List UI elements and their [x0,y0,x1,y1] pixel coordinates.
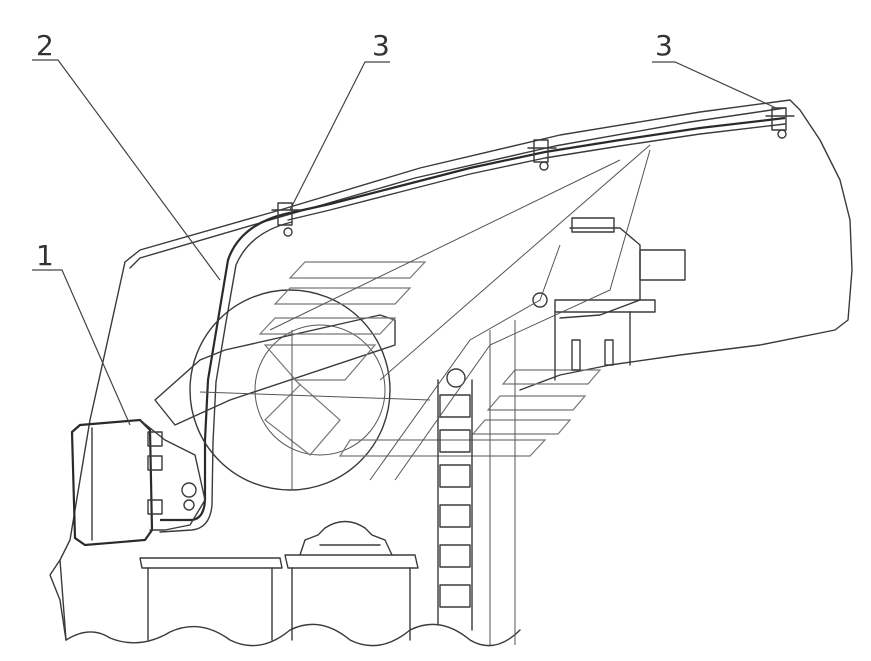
callout-3-right: 3 [655,29,673,62]
clamp-middle [527,139,557,171]
cab-shell [49,99,853,641]
dashboard-lines [199,144,651,645]
roof-pipe [284,116,786,221]
callout-1: 1 [36,239,54,272]
ladder [437,368,473,631]
clamp-right [765,107,795,139]
device-1 [70,418,206,547]
engine-housing [532,217,686,381]
leader-lines [32,59,777,426]
wheel [154,289,396,491]
pipe-2 [159,212,293,533]
clamp-left [271,202,301,237]
seat-boxes [139,520,419,641]
break-line [65,623,521,647]
callout-3-left: 3 [372,29,390,62]
callout-2: 2 [36,29,54,62]
watermark-logo [258,261,602,457]
